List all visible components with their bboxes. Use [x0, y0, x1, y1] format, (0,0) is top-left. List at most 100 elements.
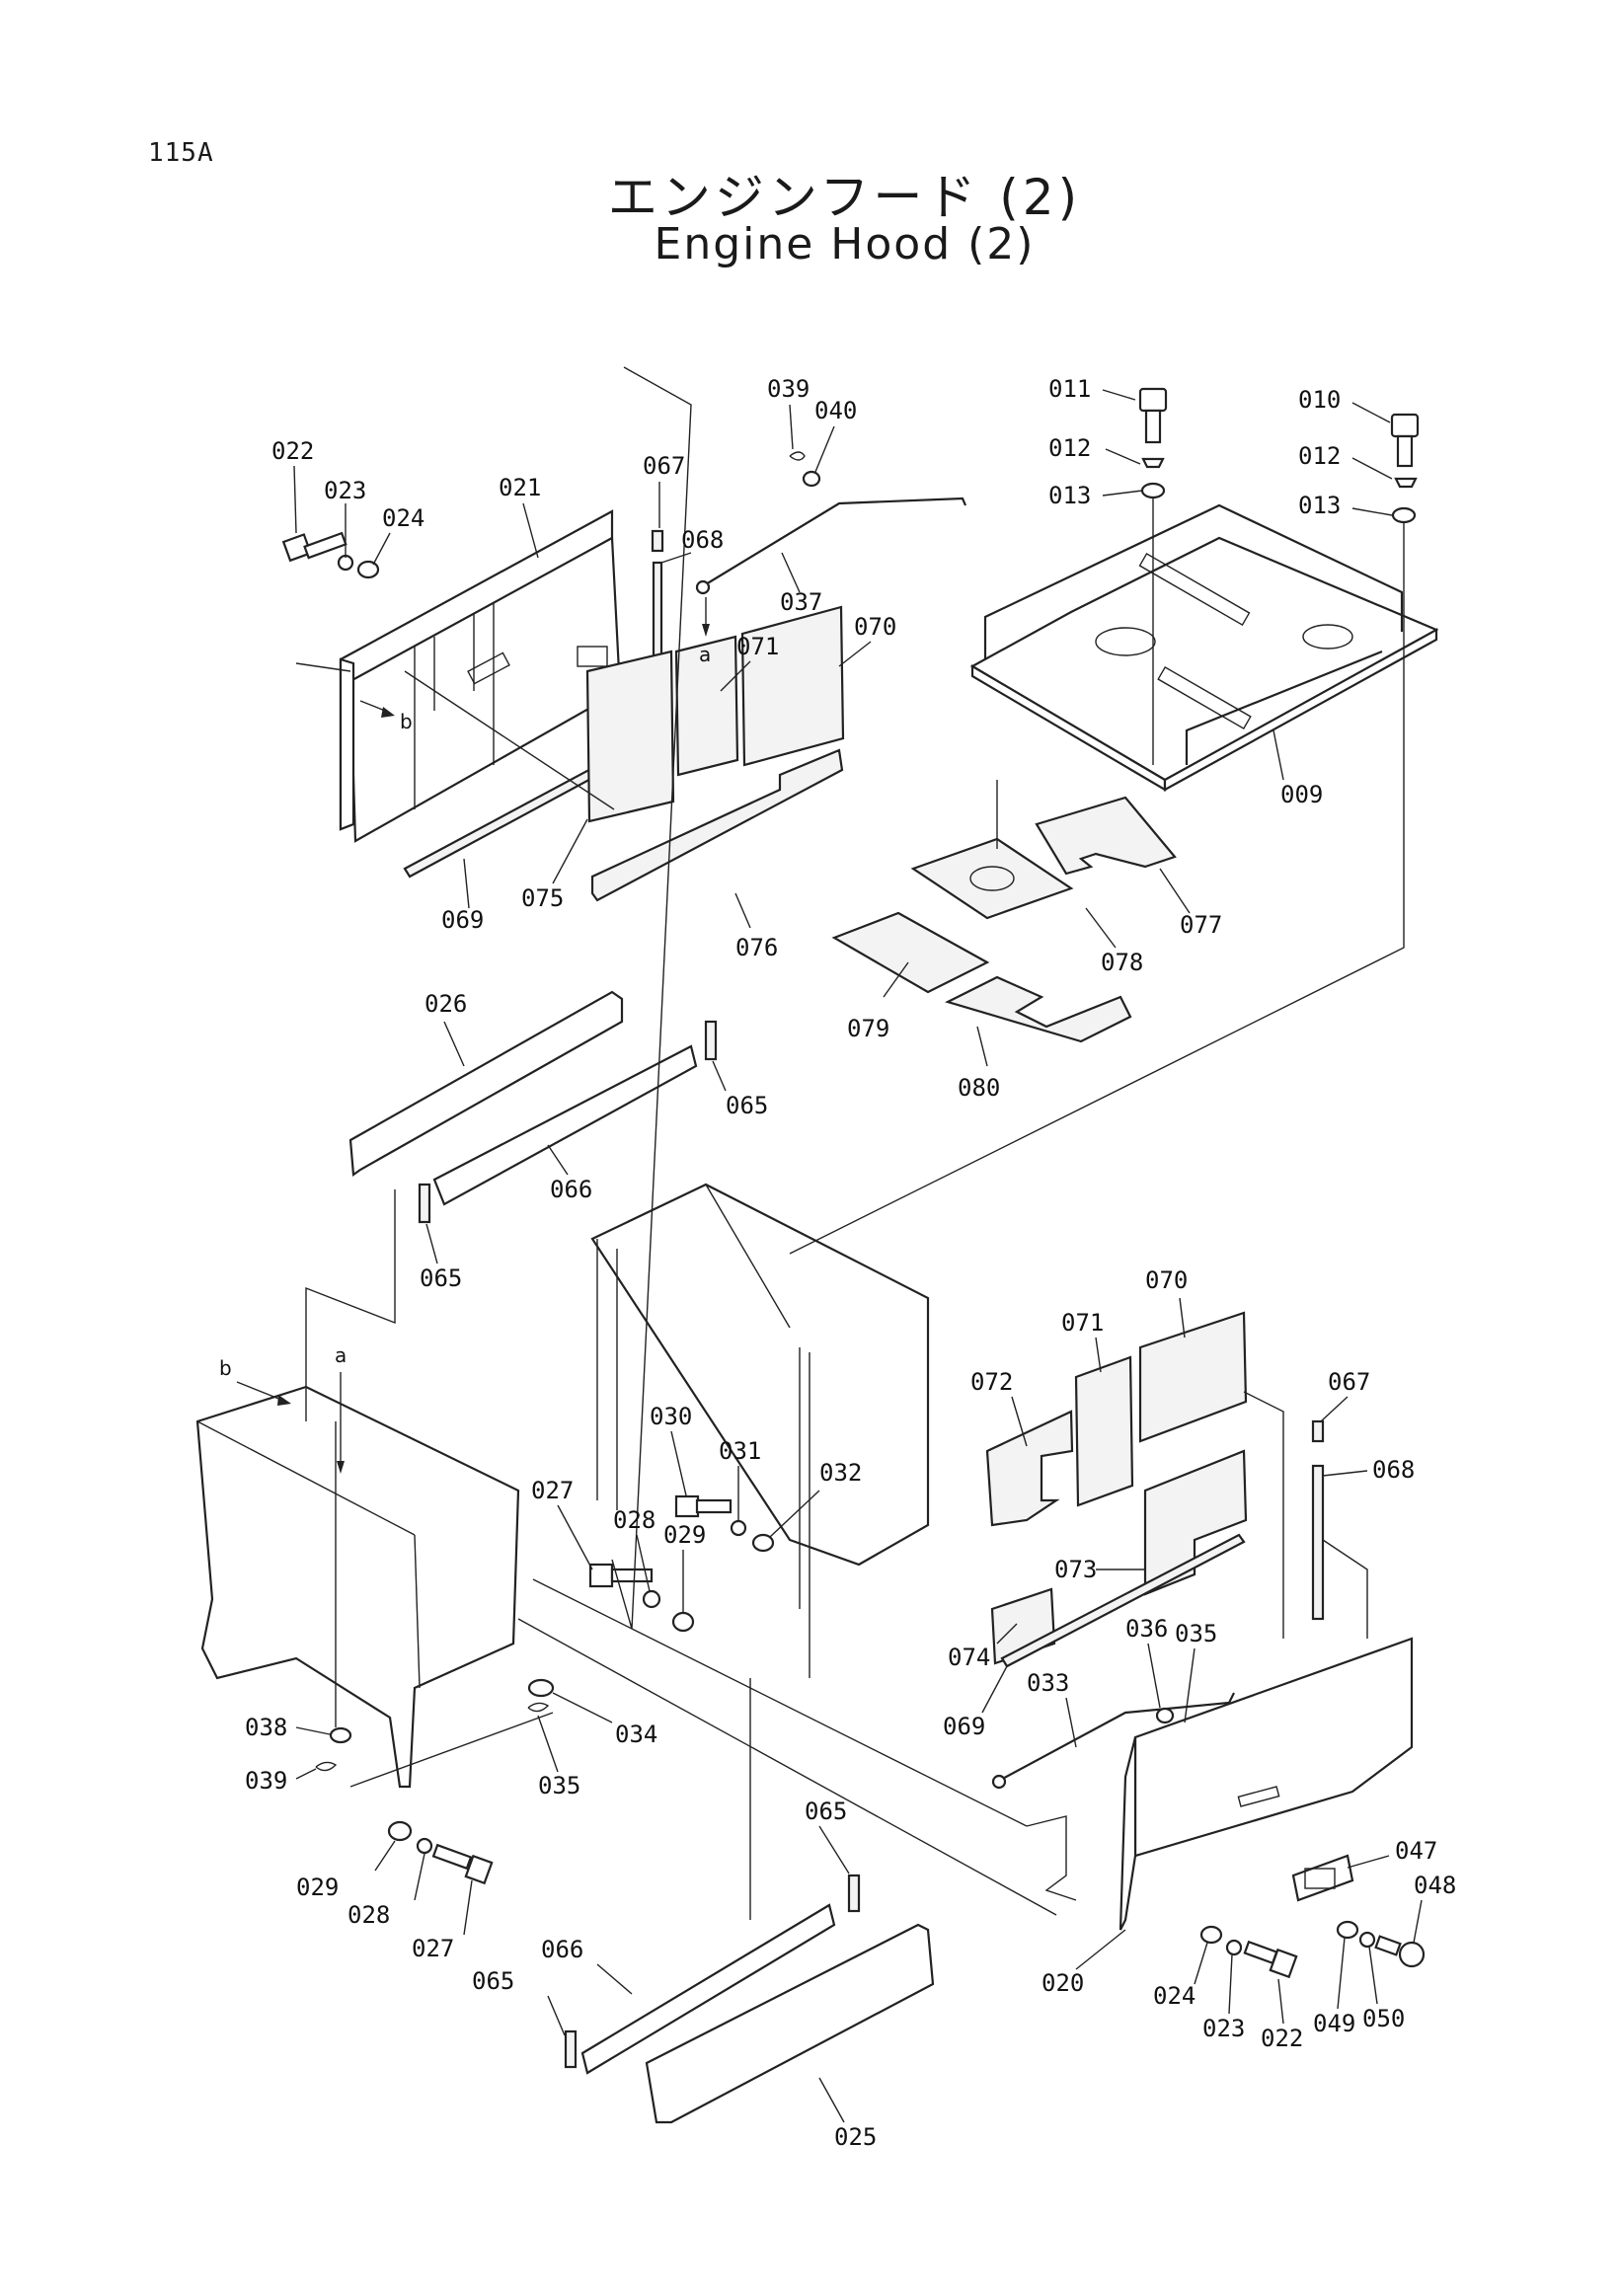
callout-076: 076: [735, 934, 778, 961]
callout-039-lower: 039: [245, 1767, 287, 1795]
plate-066-lower: [580, 1903, 836, 2075]
support-rod-033: [991, 1692, 1235, 1790]
washer-040: [802, 470, 821, 488]
mat-080: [945, 975, 1132, 1043]
callout-048: 048: [1414, 1872, 1456, 1899]
insulation-pad-070-top: [740, 605, 845, 767]
support-rod-037: [695, 497, 967, 595]
bolt-027-lower: [431, 1843, 494, 1885]
callout-047: 047: [1395, 1837, 1437, 1865]
bolt-030: [674, 1494, 733, 1518]
callout-072: 072: [970, 1368, 1013, 1396]
insulation-pad-072: [985, 1410, 1074, 1527]
callout-033: 033: [1027, 1669, 1069, 1697]
callout-024-right: 024: [1153, 1982, 1196, 2010]
lock-washer-023-right: [1225, 1939, 1243, 1956]
bracket-026: [348, 990, 624, 1178]
rear-panel-021: [339, 509, 622, 843]
callout-024-top: 024: [382, 504, 424, 532]
assembly-lines: [295, 366, 1405, 1920]
reference-arrows: [236, 597, 710, 1474]
lock-washer-012-left: [1141, 457, 1165, 469]
callout-037: 037: [780, 588, 822, 616]
insulation-pad-076: [590, 748, 844, 902]
washer-032: [751, 1533, 775, 1553]
rubber-block-065-bottom-left: [564, 2029, 578, 2069]
callout-030: 030: [650, 1403, 692, 1430]
callout-069-right: 069: [943, 1713, 985, 1740]
bolt-022-right: [1243, 1940, 1298, 1979]
mat-078: [910, 837, 1074, 920]
lock-washer-031: [730, 1519, 747, 1537]
callout-013-right: 013: [1298, 492, 1341, 519]
callout-022-right: 022: [1261, 2025, 1303, 2052]
rubber-067-right: [1311, 1419, 1325, 1443]
callout-078: 078: [1101, 949, 1143, 976]
latch-047: [1291, 1854, 1354, 1902]
callout-068-right: 068: [1372, 1456, 1415, 1484]
insulation-pad-071-top: [674, 635, 739, 777]
platform-009: [969, 503, 1439, 792]
callout-066-lower: 066: [541, 1936, 583, 1963]
washer-029-lower: [387, 1820, 413, 1842]
washer-013-right: [1391, 506, 1417, 524]
washer-024-top: [356, 560, 380, 579]
callout-067-top: 067: [643, 452, 685, 480]
callout-070-top: 070: [854, 613, 896, 641]
bolt-022-top: [281, 531, 347, 563]
callout-026: 026: [424, 990, 467, 1018]
callout-034: 034: [615, 1721, 657, 1748]
callout-029-upper: 029: [663, 1521, 706, 1549]
callout-011: 011: [1048, 375, 1091, 403]
callout-071-top: 071: [736, 633, 779, 660]
callout-028-upper: 028: [613, 1506, 656, 1534]
callout-009: 009: [1280, 781, 1323, 808]
callout-075: 075: [521, 884, 564, 912]
callout-031: 031: [719, 1437, 761, 1465]
callout-025: 025: [834, 2123, 877, 2151]
ref-letter-a-left: a: [335, 1343, 347, 1367]
page-number: 115A: [148, 138, 214, 168]
lock-washer-050: [1358, 1931, 1376, 1949]
callout-065-upper: 065: [726, 1092, 768, 1119]
callout-labels: 022 023 024 021 067 068 039 040 037 071 …: [245, 375, 1456, 2151]
insulation-pad-073: [1143, 1449, 1248, 1596]
reference-letters: a b a b: [219, 643, 711, 1380]
callout-073: 073: [1054, 1556, 1097, 1583]
bolt-010: [1390, 413, 1420, 468]
ref-letter-b-top: b: [400, 710, 413, 733]
callout-049: 049: [1313, 2010, 1355, 2037]
callout-036: 036: [1125, 1615, 1168, 1643]
washer-038: [329, 1726, 352, 1744]
callout-035-lower: 035: [538, 1772, 580, 1799]
lock-washer-012-right: [1394, 477, 1418, 489]
callout-023-top: 023: [324, 477, 366, 504]
seal-strip-069-right: [1000, 1533, 1246, 1668]
pin-039-lower: [315, 1761, 338, 1772]
callout-069-top: 069: [441, 906, 484, 934]
insulation-pad-071-right: [1074, 1355, 1134, 1507]
callout-066-upper: 066: [550, 1176, 592, 1203]
callout-027-lower: 027: [412, 1935, 454, 1962]
callout-022-top: 022: [271, 437, 314, 465]
callout-070-right: 070: [1145, 1266, 1188, 1294]
washer-034: [527, 1678, 555, 1698]
callout-013-left: 013: [1048, 482, 1091, 509]
callout-038: 038: [245, 1714, 287, 1741]
callout-039-top: 039: [767, 375, 810, 403]
lock-washer-028-lower: [416, 1837, 433, 1855]
mat-077: [1035, 796, 1177, 876]
callout-071-right: 071: [1061, 1309, 1104, 1337]
insulation-pad-070-right: [1138, 1311, 1248, 1443]
plate-066-top: [432, 1044, 698, 1206]
title-english: Engine Hood (2): [654, 219, 1036, 269]
insulation-pad-075: [585, 650, 675, 823]
washer-024-right: [1199, 1925, 1223, 1945]
knob-bolt-048: [1374, 1935, 1426, 1968]
engine-housing: [590, 1183, 930, 1678]
rubber-block-065-upper: [704, 1020, 718, 1061]
ref-letter-b-left: b: [219, 1356, 232, 1380]
callout-065-bottom-right: 065: [805, 1798, 847, 1825]
pin-039-top: [789, 451, 806, 461]
